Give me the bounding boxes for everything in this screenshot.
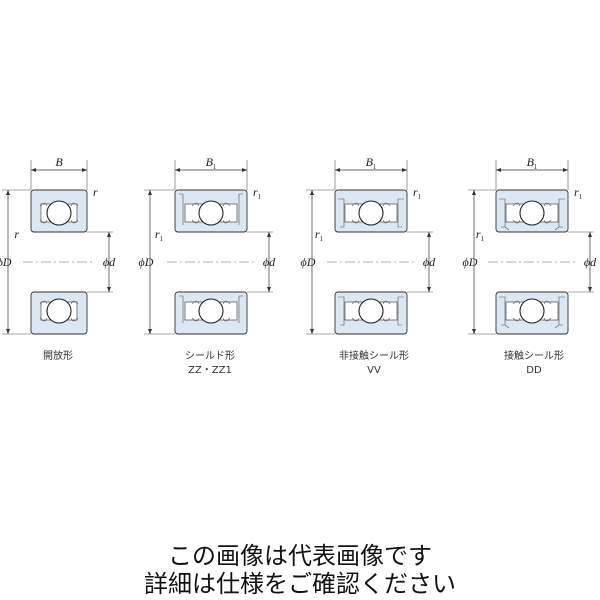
fillet-label-outer: r1 [253,185,262,201]
check-specifications-notice: 詳細は仕様をご確認ください [144,570,456,598]
ball-icon [358,200,384,226]
fillet-label-outer: r [93,185,98,199]
bore-diameter-label: ϕd [103,255,116,269]
caption-shield-code: ZZ・ZZ1 [188,365,232,376]
representative-image-notice: この画像は代表画像です [168,542,432,570]
outer-diameter-label: ϕD [301,255,316,269]
caption-contact-seal-name: 接触シール形 [504,351,564,362]
cage [191,300,231,322]
cage [351,202,391,224]
ball-icon [198,298,224,324]
fillet-label-outer: r1 [574,185,583,201]
fillet-label-inner: r [14,227,19,241]
seal-lip [504,226,560,231]
bearing-dd: B1 ϕD ϕd r1 r1 [463,155,597,335]
caption-contact-seal-type: 接触シール形 DD [474,350,594,378]
upper-section [495,189,569,233]
width-label: B1 [206,155,217,171]
outer-diameter-label: ϕD [463,255,478,269]
shield [179,193,243,225]
upper-section [334,189,408,233]
caption-open-name: 開放形 [43,351,73,362]
seal-lip [504,324,560,329]
caption-open-type: 開放形 [0,350,118,364]
caption-noncontact-seal-code: VV [367,365,381,376]
ball-icon [46,298,72,324]
caption-shield-type: シールド形 ZZ・ZZ1 [150,350,270,378]
bearing-zz: B1 ϕD ϕd r1 r1 [139,155,276,335]
lower-section [495,291,569,335]
bore-diameter-label: ϕd [423,255,436,269]
seal [499,296,565,326]
bore-diameter-label: ϕd [584,255,597,269]
fillet-label-outer: r1 [413,185,422,201]
bore-diameter-label: ϕd [263,255,276,269]
outer-diameter-label: ϕD [139,255,154,269]
lower-section [30,291,88,335]
cage [351,300,391,322]
bearing-vv: B1 ϕD ϕd r1 r1 [301,155,436,335]
caption-noncontact-seal-type: 非接触シール形 VV [314,350,434,378]
lower-section [174,291,248,335]
upper-section [174,189,248,233]
upper-section [30,189,88,233]
width-label: B1 [366,155,377,171]
ball-icon [198,200,224,226]
cage [191,202,231,224]
cage [512,300,552,322]
fillet-label-inner: r1 [155,227,164,243]
cage [39,202,79,224]
caption-shield-name: シールド形 [185,351,235,362]
seal [338,198,404,228]
ball-icon [519,298,545,324]
ball-icon [358,298,384,324]
ball-icon [519,200,545,226]
lower-section [334,291,408,335]
fillet-label-inner: r1 [315,227,324,243]
width-label: B1 [527,155,538,171]
seal [499,198,565,228]
cage [512,202,552,224]
width-label: B [55,155,63,169]
caption-contact-seal-code: DD [526,365,542,376]
ball-icon [46,200,72,226]
seal [338,296,404,326]
outer-diameter-label: ϕD [0,255,12,269]
shield [179,295,243,323]
fillet-label-inner: r1 [476,227,485,243]
bearing-open: BϕD ϕd r r [0,155,116,335]
caption-noncontact-seal-name: 非接触シール形 [339,351,409,362]
cage [39,300,79,322]
